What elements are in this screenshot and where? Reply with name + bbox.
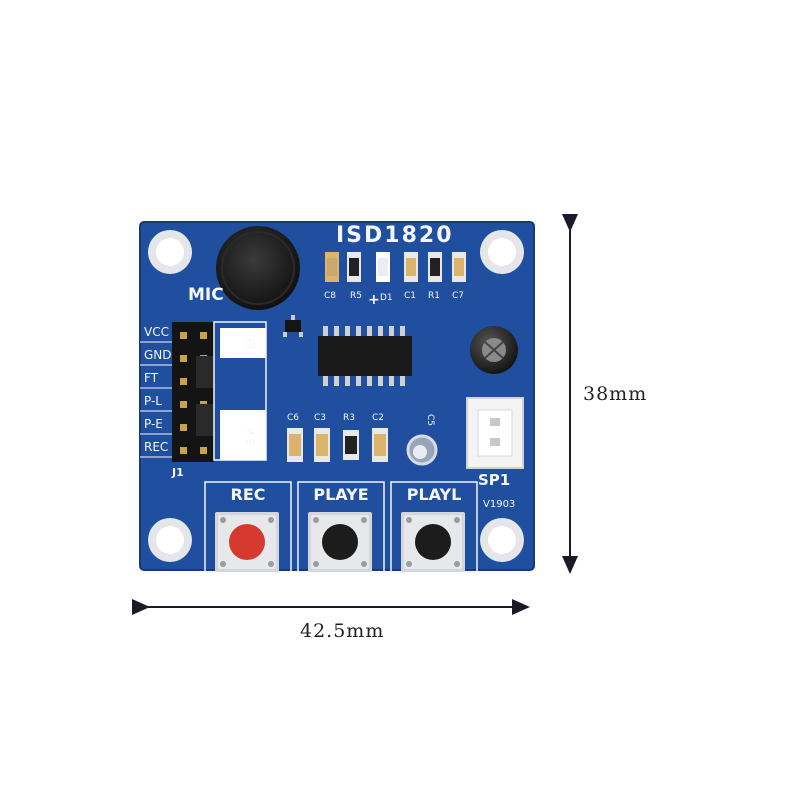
label-c5: C5: [425, 414, 435, 426]
transistor: [283, 315, 303, 337]
plus-mark: +: [368, 292, 380, 308]
header-label: J1: [171, 466, 184, 479]
height-dimension-label: 38mm: [583, 383, 648, 405]
chip-label: ISD1820: [336, 223, 454, 248]
jumper-box: [213, 321, 267, 461]
header-pin: [180, 355, 187, 362]
label-c1: C1: [404, 291, 416, 301]
ic-chip: [318, 326, 412, 386]
header-pin: [180, 447, 187, 454]
pin-label: VCC: [144, 325, 169, 339]
top-components: [325, 252, 466, 282]
speaker-connector: [466, 397, 524, 469]
pushbutton-playl[interactable]: PLAYL: [390, 481, 478, 573]
button-label: REC: [231, 485, 266, 504]
jumper-label-ft: FT: [243, 338, 256, 351]
label-r1: R1: [428, 291, 440, 301]
label-c7: C7: [452, 291, 464, 301]
pin-label: P-L: [144, 394, 162, 408]
button-label: PLAYL: [407, 485, 462, 504]
pin-header: [172, 322, 214, 462]
header-pin: [180, 424, 187, 431]
header-pin: [200, 447, 207, 454]
header-pin: [180, 401, 187, 408]
mounting-holes: [148, 230, 524, 562]
label-c6: C6: [287, 413, 299, 423]
label-r5: R5: [350, 291, 362, 301]
button-cap[interactable]: [229, 524, 265, 560]
pushbutton-rec[interactable]: REC: [204, 481, 292, 573]
pin-labels: VCC GND FT P-L P-E REC: [140, 325, 176, 458]
header-pin: [180, 332, 187, 339]
mid-components: [287, 428, 388, 462]
electrolytic-capacitor: [470, 326, 518, 374]
button-cap[interactable]: [322, 524, 358, 560]
button-label: PLAYE: [313, 485, 368, 504]
button-cap[interactable]: [415, 524, 451, 560]
pin-label: GND: [144, 348, 172, 362]
pcb-board: [140, 222, 534, 570]
speaker-label: SP1: [478, 471, 510, 489]
mic-label: MIC: [188, 285, 224, 305]
width-dimension-label: 42.5mm: [300, 620, 385, 642]
label-c8: C8: [324, 291, 336, 301]
pin-label: FT: [144, 371, 159, 385]
pin-label: P-E: [144, 417, 163, 431]
led: [406, 434, 438, 466]
microphone: [216, 226, 300, 310]
label-c2: C2: [372, 413, 384, 423]
label-r3: R3: [343, 413, 355, 423]
version-label: V1903: [483, 499, 515, 510]
label-d1: D1: [380, 293, 393, 303]
header-pin: [200, 332, 207, 339]
label-c3: C3: [314, 413, 326, 423]
header-pin: [180, 378, 187, 385]
pin-label: REC: [144, 440, 168, 454]
jumper-label-pe: P-E: [243, 428, 256, 445]
pushbutton-playe[interactable]: PLAYE: [297, 481, 385, 573]
